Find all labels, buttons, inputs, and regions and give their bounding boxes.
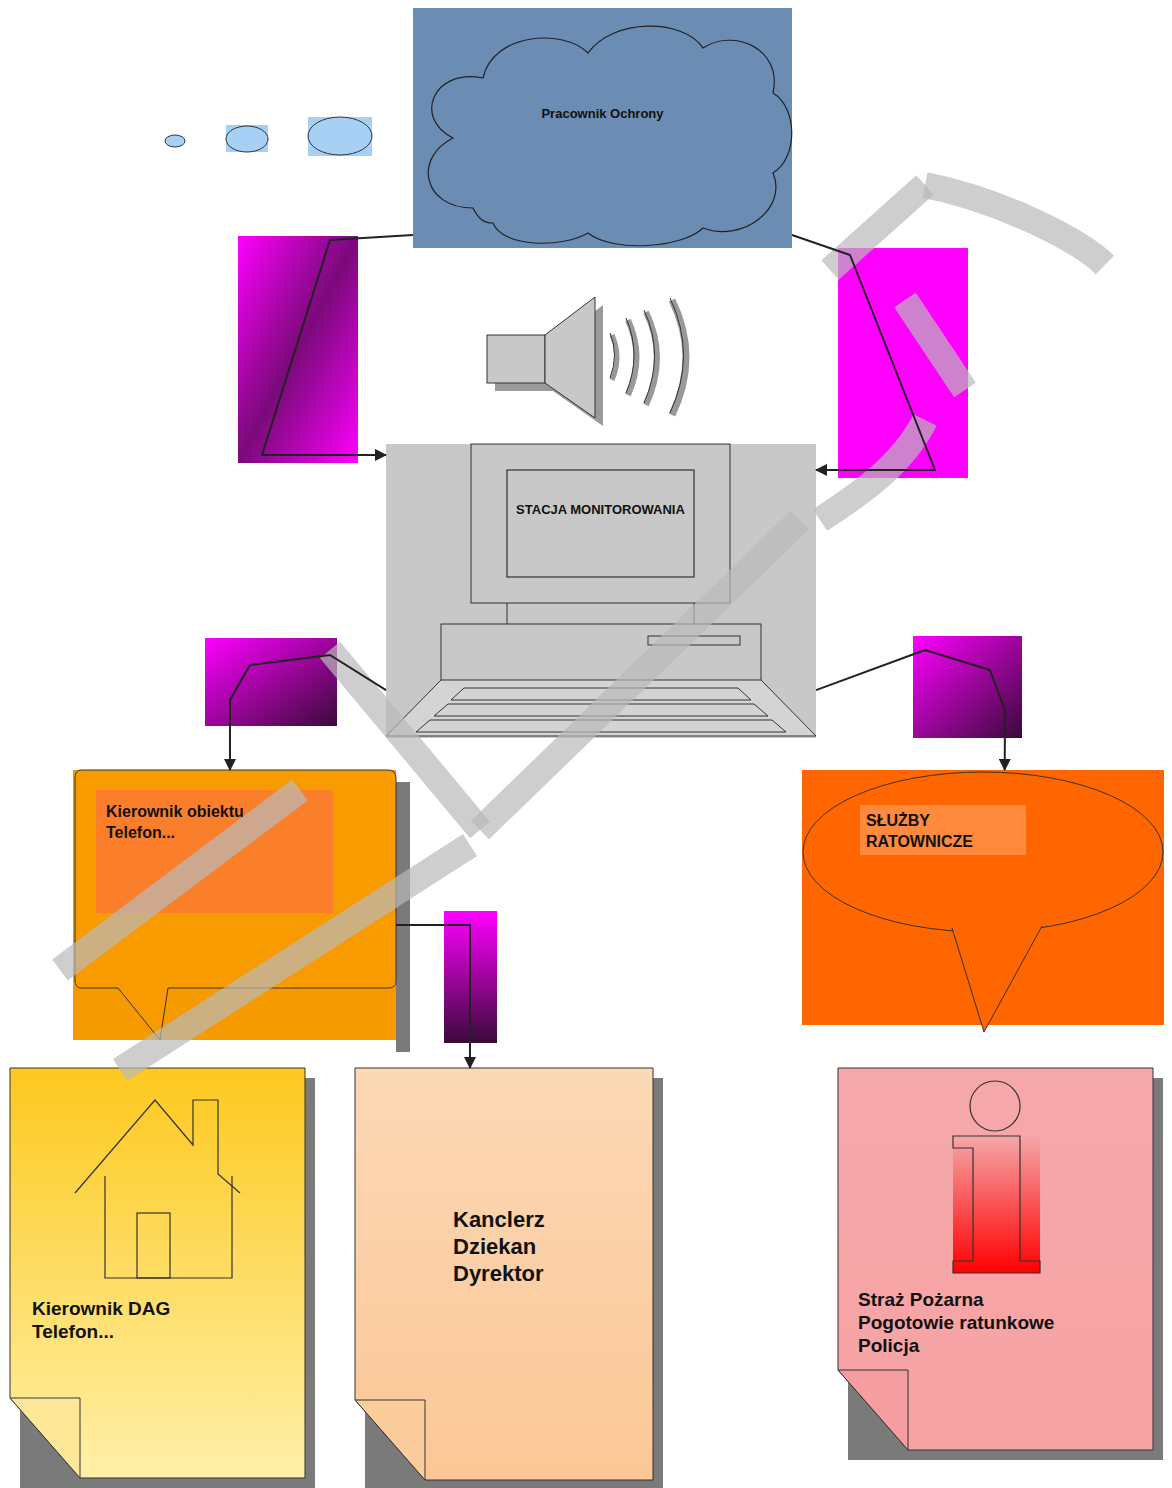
node-outline — [802, 770, 1164, 1025]
node-label: Policja — [858, 1334, 1148, 1357]
thought-bubbles — [165, 117, 372, 156]
node-label: Dziekan — [453, 1233, 643, 1260]
node-label: Pogotowie ratunkowe — [858, 1311, 1148, 1334]
node-outline — [838, 1068, 1153, 1450]
flow-arrow — [262, 235, 413, 455]
node-label: Telefon... — [106, 823, 326, 843]
node-label: Kierownik DAG — [32, 1297, 292, 1320]
node-label: Dyrektor — [453, 1260, 643, 1287]
speaker-icon — [487, 297, 686, 426]
flow-arrow — [396, 925, 470, 1068]
document-box: Straż PożarnaPogotowie ratunkowePolicja — [838, 1068, 1153, 1450]
callout-box: Kierownik obiektuTelefon... — [73, 770, 396, 1040]
node-outline — [413, 8, 792, 248]
document-box: Kierownik DAGTelefon... — [10, 1068, 305, 1478]
node-label: Pracownik Ochrony — [413, 106, 792, 122]
flow-arrow — [792, 235, 935, 470]
cloud-node: Pracownik Ochrony — [413, 8, 792, 248]
node-label: Straż Pożarna — [858, 1288, 1148, 1311]
flow-arrow — [816, 650, 1005, 770]
node-label: Kanclerz — [453, 1206, 643, 1233]
monitoring-station: STACJA MONITOROWANIA — [386, 444, 816, 738]
speech-bubble: SŁUŻBY RATOWNICZE — [802, 770, 1164, 1025]
node-label: Telefon... — [32, 1320, 292, 1343]
node-label: STACJA MONITOROWANIA — [507, 502, 694, 518]
node-label: Kierownik obiektu — [106, 802, 326, 822]
document-box: KanclerzDziekanDyrektor — [355, 1068, 653, 1480]
flow-arrow — [230, 655, 386, 770]
node-label: SŁUŻBY RATOWNICZE — [866, 810, 1016, 852]
node-outline — [386, 444, 816, 738]
node-outline — [10, 1068, 305, 1478]
